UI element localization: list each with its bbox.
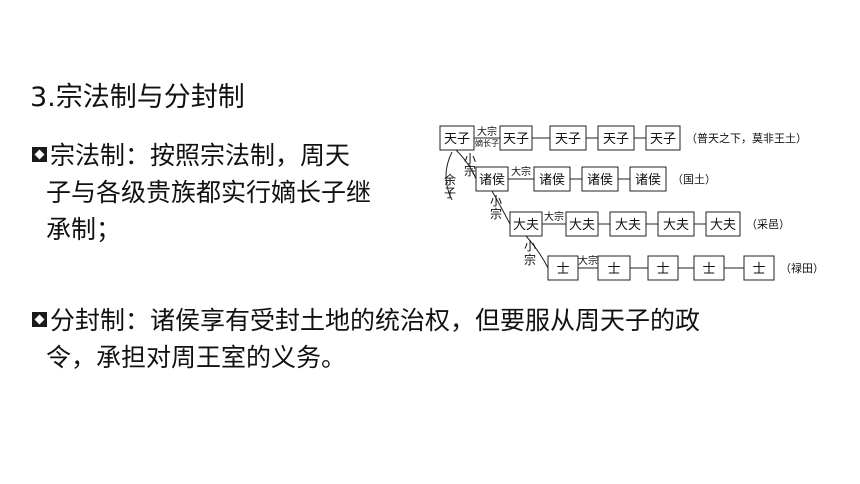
dizhangzi-label: 嫡长子 — [475, 138, 499, 148]
node-label: 大夫 — [569, 218, 595, 233]
zongfa-line-3: 承制； — [46, 215, 122, 244]
dazong-label: 大宗 — [544, 210, 564, 223]
node-label: 天子 — [555, 132, 581, 147]
node-label: 士 — [656, 262, 669, 277]
node-label: 大夫 — [710, 218, 736, 233]
row-note: （普天之下，莫非王土） — [686, 131, 807, 145]
fenfeng-line-1: 分封制：诸侯享有受封土地的统治权，但要服从周天子的政 — [32, 302, 700, 339]
node-label: 天子 — [444, 132, 470, 147]
node-box — [533, 166, 571, 192]
branch-label: 小 — [464, 152, 476, 166]
branch-label: 宗 — [524, 252, 536, 267]
node-box — [629, 166, 667, 192]
node-box — [499, 125, 533, 151]
node-label: 大夫 — [513, 218, 539, 233]
zongfa-paragraph: 宗法制：按照宗法制，周天 子与各级贵族都实行嫡长子继 承制； — [32, 137, 371, 248]
fenfeng-line-2: 令，承担对周王室的义务。 — [46, 343, 347, 372]
branch-label: 小 — [490, 194, 502, 208]
node-label: 士 — [607, 262, 620, 277]
node-box — [647, 255, 679, 281]
branch-label: 余 — [444, 172, 456, 187]
node-box — [657, 211, 695, 237]
dazong-label: 大宗 — [511, 165, 531, 178]
node-label: 天子 — [503, 132, 529, 147]
dazong-label: 大宗 — [477, 125, 497, 138]
node-box — [693, 255, 725, 281]
node-label: 诸侯 — [479, 173, 505, 188]
node-label: 诸侯 — [587, 173, 613, 188]
node-box — [547, 255, 579, 281]
node-box — [581, 166, 619, 192]
node-box — [475, 166, 509, 192]
fenfeng-paragraph: 分封制：诸侯享有受封土地的统治权，但要服从周天子的政 令，承担对周王室的义务。 — [32, 302, 700, 376]
branch-curve — [491, 190, 511, 225]
node-box — [439, 125, 475, 151]
node-label: 大夫 — [663, 218, 689, 233]
node-box — [609, 211, 647, 237]
row-note: （国土） — [672, 173, 716, 186]
zongfa-line-1: 宗法制：按照宗法制，周天 — [32, 137, 371, 174]
node-box — [509, 211, 543, 237]
node-label: 士 — [556, 262, 569, 277]
branch-label: 小 — [524, 239, 536, 253]
branch-label: 子 — [444, 186, 456, 200]
row-note: （采邑） — [746, 218, 790, 231]
branch-label: 宗 — [490, 206, 502, 221]
row-note: （禄田） — [780, 261, 824, 275]
node-box — [743, 255, 775, 281]
node-label: 天子 — [650, 132, 676, 147]
branch-label: 宗 — [464, 163, 476, 178]
branch-curve — [455, 149, 477, 180]
node-label: 大夫 — [615, 218, 641, 233]
yuzi-curve — [445, 151, 453, 201]
node-label: 士 — [752, 262, 765, 277]
node-box — [645, 125, 681, 151]
node-label: 诸侯 — [539, 173, 565, 188]
page-title: 3.宗法制与分封制 — [30, 82, 245, 113]
node-label: 士 — [702, 262, 715, 277]
zongfa-line-2: 子与各级贵族都实行嫡长子继 — [46, 178, 372, 207]
branch-curve — [525, 235, 549, 269]
node-label: 诸侯 — [635, 173, 661, 188]
node-box — [565, 211, 599, 237]
node-box — [705, 211, 741, 237]
node-box — [597, 255, 631, 281]
bullet-icon — [32, 147, 47, 162]
node-label: 天子 — [603, 132, 629, 147]
node-box — [597, 125, 635, 151]
node-box — [549, 125, 587, 151]
bullet-icon — [32, 312, 47, 327]
dazong-label: 大宗 — [578, 254, 598, 267]
